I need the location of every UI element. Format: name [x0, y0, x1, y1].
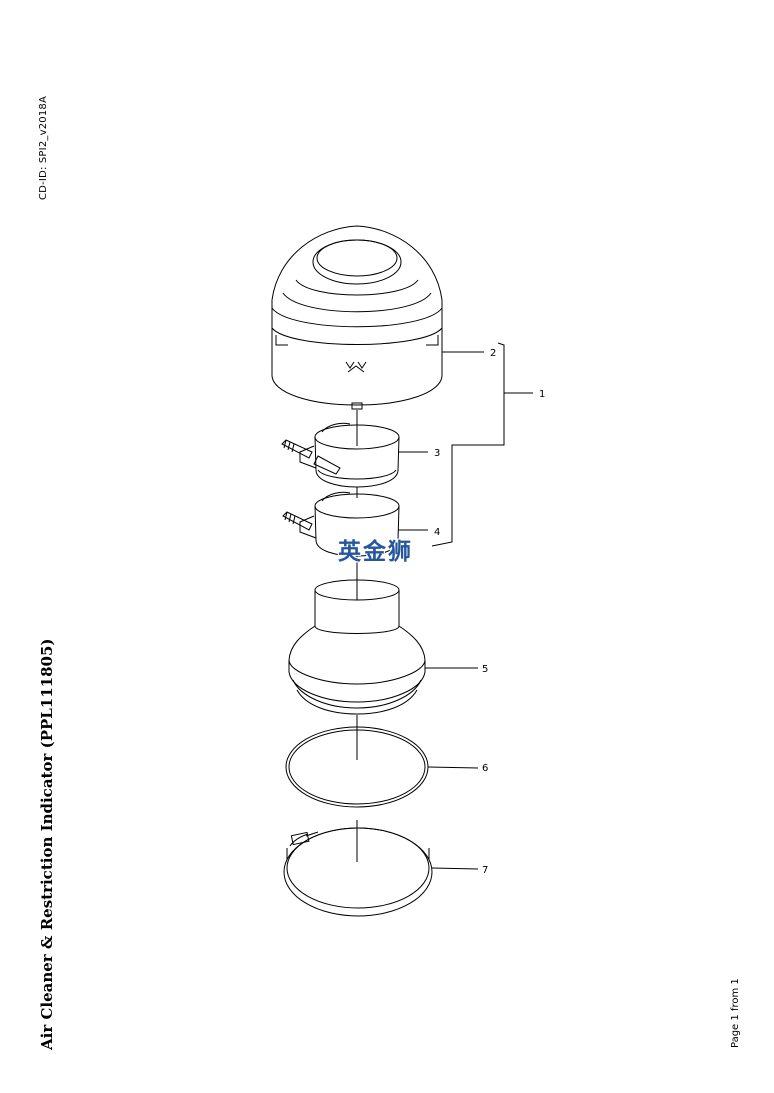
callout-3: 3 [434, 448, 440, 459]
part-3-upper-clamp [281, 422, 400, 488]
watermark-logo: 英金狮 [338, 539, 413, 565]
part-5-adapter [288, 579, 426, 715]
part-7-hose-clamp [283, 827, 433, 917]
part-2-air-cleaner-housing [271, 225, 443, 410]
callout-6: 6 [482, 763, 488, 774]
callout-2: 2 [490, 348, 496, 359]
callout-1: 1 [539, 389, 545, 400]
callout-5: 5 [482, 664, 488, 675]
callout-leader-lines [398, 342, 533, 870]
callout-7: 7 [482, 865, 488, 876]
callout-4: 4 [434, 527, 440, 538]
